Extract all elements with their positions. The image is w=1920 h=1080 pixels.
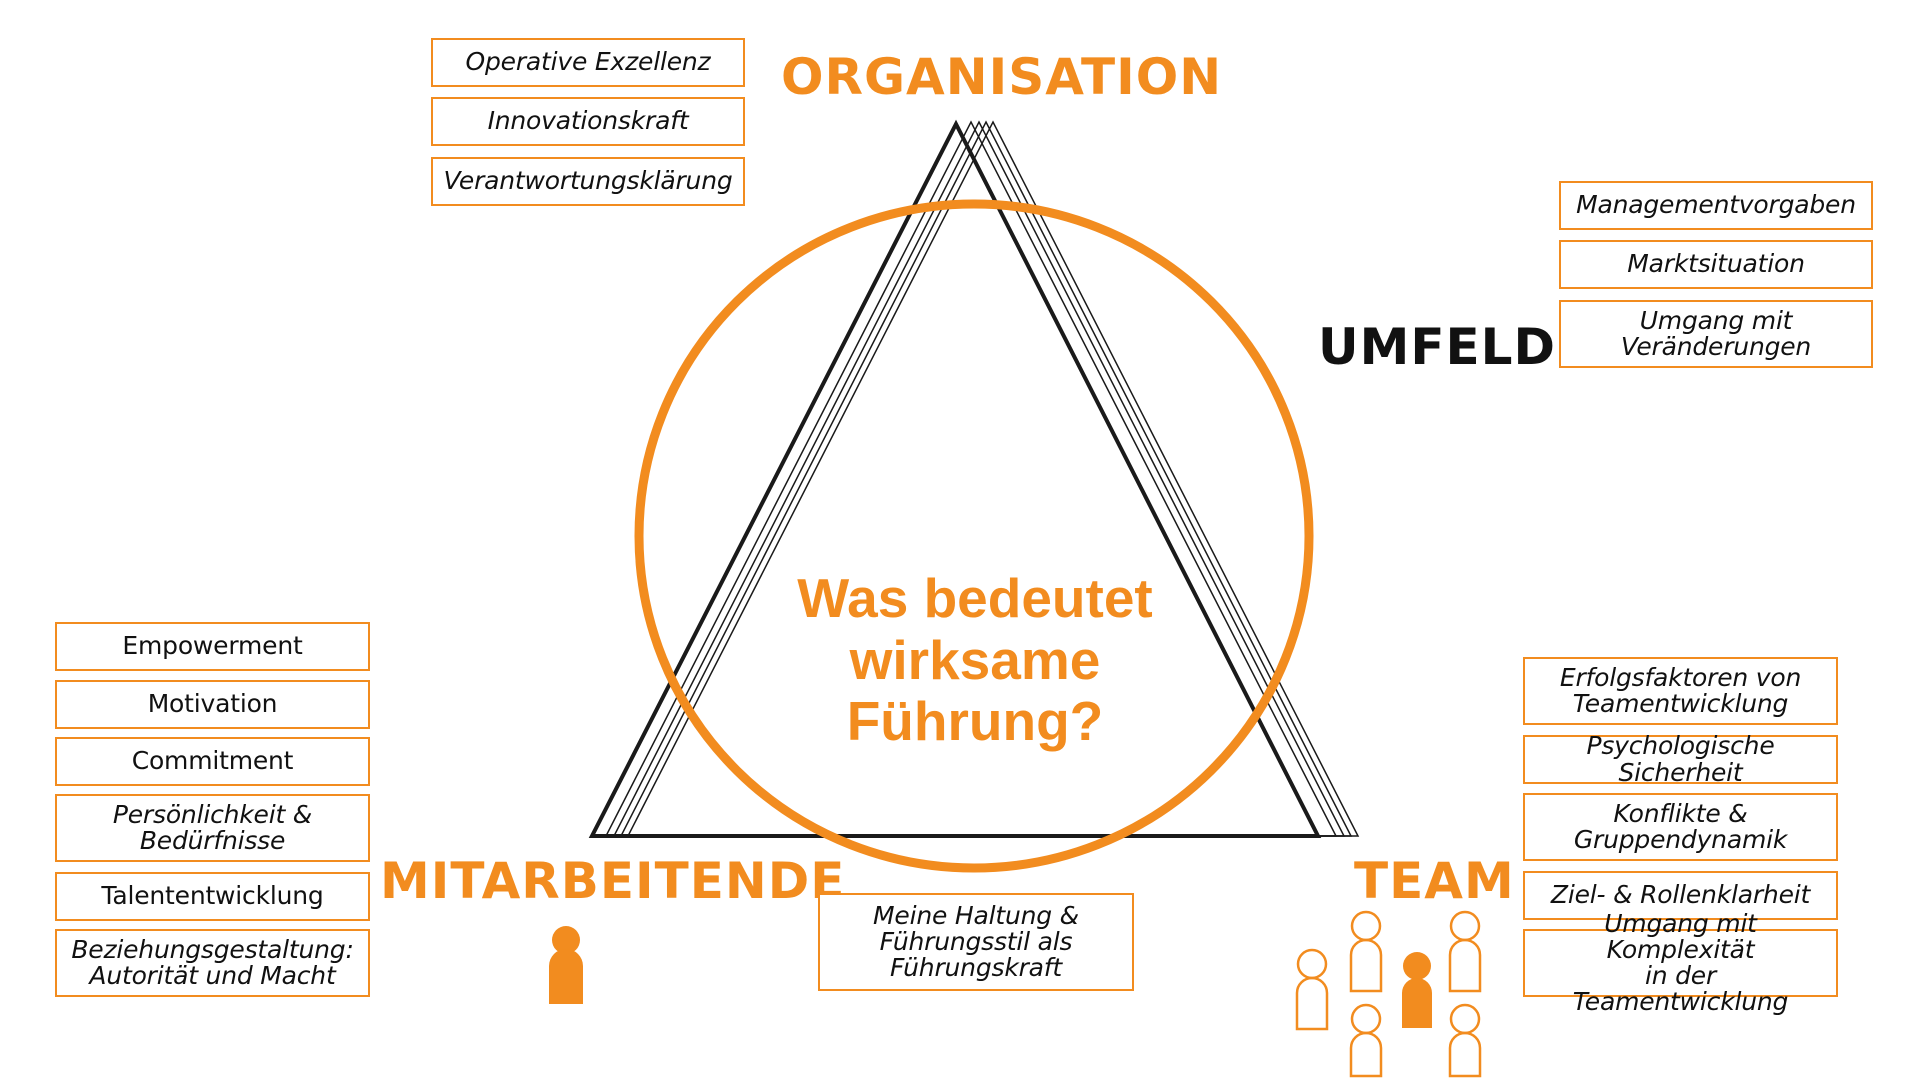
organisation-item: Operative Exzellenz: [431, 38, 745, 87]
main-triangle: [588, 119, 1322, 838]
heading-organisation: ORGANISATION: [781, 48, 1223, 106]
team-item: Ziel- & Rollenklarheit: [1523, 871, 1838, 920]
mitarbeitende-item: Beziehungsgestaltung: Autorität und Mach…: [55, 929, 370, 997]
umfeld-item: Managementvorgaben: [1559, 181, 1873, 230]
organisation-item: Innovationskraft: [431, 97, 745, 146]
organisation-item: Verantwortungsklärung: [431, 157, 745, 206]
team-item: Umgang mit Komplexität in der Teamentwic…: [1523, 910, 1838, 1015]
person-outline-icon: [1349, 1003, 1383, 1078]
person-outline-icon: [1448, 1003, 1482, 1078]
umfeld-item: Marktsituation: [1559, 240, 1873, 289]
mitarbeitende-item: Persönlichkeit & Bedürfnisse: [55, 794, 370, 862]
central-question: Was bedeutet wirksame Führung?: [797, 567, 1153, 753]
team-item: Konflikte & Gruppendynamik: [1523, 793, 1838, 861]
mitarbeitende-item: Motivation: [55, 680, 370, 729]
person-filled-icon: [1402, 952, 1432, 1028]
mitarbeitende-item: Empowerment: [55, 622, 370, 671]
mitarbeitende-item: Talententwicklung: [55, 872, 370, 921]
team-group-icon: [1295, 910, 1482, 1078]
mitarbeitende-item: Commitment: [55, 737, 370, 786]
team-item: Erfolgsfaktoren von Teamentwicklung: [1523, 657, 1838, 725]
umfeld-item: Umgang mit Veränderungen: [1559, 300, 1873, 368]
heading-umfeld: UMFELD: [1318, 318, 1557, 376]
person-filled-icon: [549, 926, 583, 1004]
heading-team: TEAM: [1354, 852, 1515, 910]
central-circle: [634, 199, 1314, 873]
person-outline-icon: [1448, 910, 1482, 993]
team-item: Psychologische Sicherheit: [1523, 733, 1838, 785]
person-outline-icon: [1349, 910, 1383, 993]
heading-mitarbeitende: MITARBEITENDE: [380, 852, 846, 910]
self-item: Meine Haltung & Führungsstil als Führung…: [818, 893, 1134, 991]
person-outline-icon: [1295, 948, 1329, 1031]
